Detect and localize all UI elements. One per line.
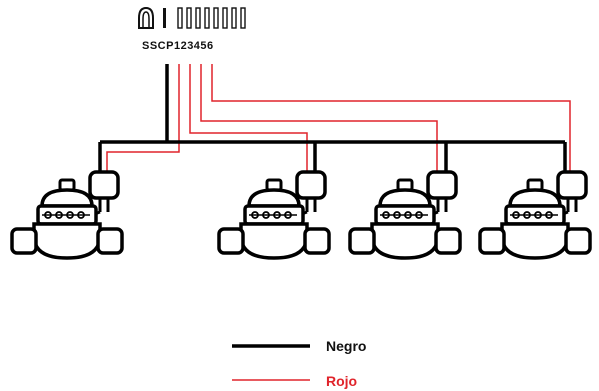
black-common-wire [98,64,567,172]
red-wire-station-3 [200,64,438,172]
valve-2 [217,170,331,260]
controller-terminal-strip: SSCP123456 [138,6,246,52]
terminal-pin [213,7,219,29]
valve-4 [478,170,592,260]
legend-label-negro: Negro [326,338,366,354]
terminal-labels: SSCP123456 [142,40,214,52]
ground-loop-icon [138,6,154,29]
terminal-pin [240,7,246,29]
terminal-pin [163,8,166,28]
terminal-pin [204,7,210,29]
valve-3 [348,170,462,260]
legend: Negro Rojo [232,338,366,389]
terminal-pin [186,7,192,29]
legend-label-rojo: Rojo [326,373,357,389]
terminal-pin [231,7,237,29]
terminal-pin [222,7,228,29]
red-wire-station-1 [106,64,180,172]
terminal-pin [177,7,183,29]
red-wire-station-2 [189,64,308,172]
valve-1 [10,170,124,260]
red-wires [106,64,571,172]
red-wire-station-4 [211,64,571,172]
terminal-pin [195,7,201,29]
